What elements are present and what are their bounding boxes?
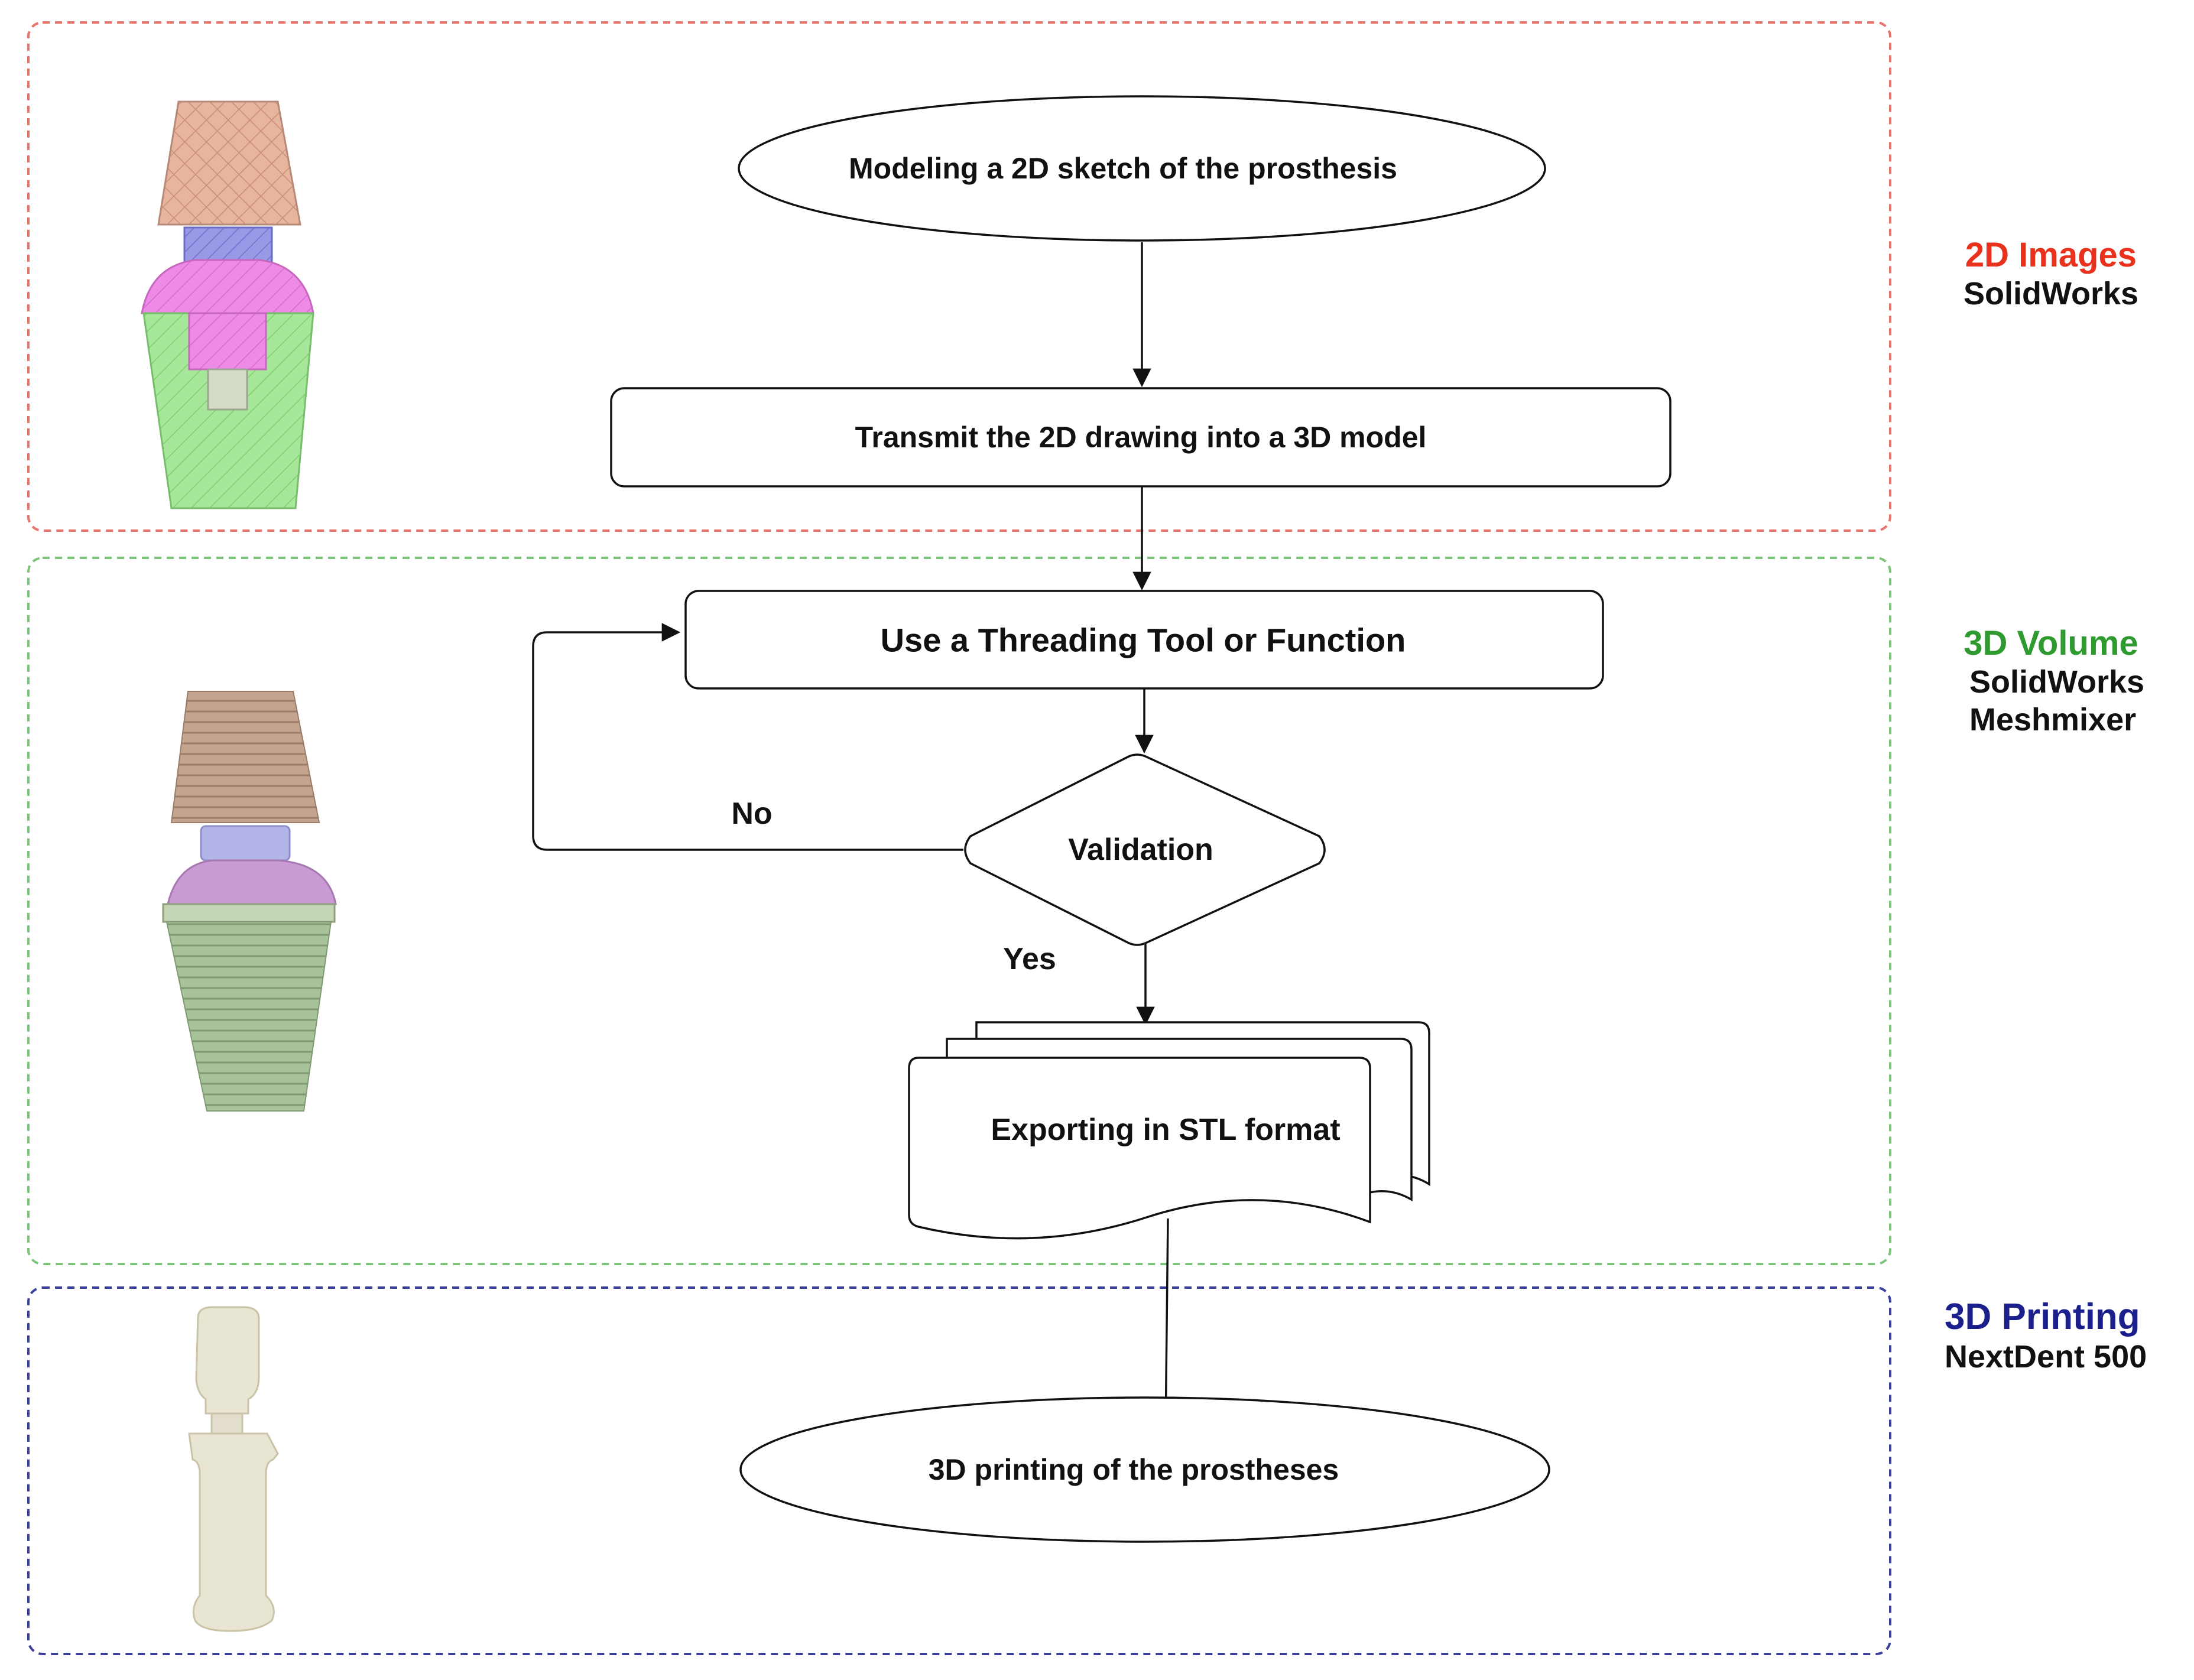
2d-prosthesis-sketch-illustration	[141, 100, 314, 509]
node-sketch-label: Modeling a 2D sketch of the prosthesis	[849, 152, 1397, 185]
node-threading: Use a Threading Tool or Function	[684, 590, 1604, 690]
section-label-2d-images: 2D Images SolidWorks	[1927, 235, 2175, 313]
node-export-label: Exporting in STL format	[991, 1113, 1340, 1147]
node-print: 3D printing of the prostheses	[739, 1396, 1550, 1543]
node-print-label: 3D printing of the prostheses	[929, 1453, 1339, 1486]
section-label-3d-volume: 3D Volume SolidWorks Meshmixer	[1921, 623, 2181, 739]
node-export: Exporting in STL format	[908, 1021, 1430, 1240]
3d-threaded-prosthesis-illustration	[162, 691, 337, 1112]
section-3d-printing-box	[27, 1286, 1891, 1655]
edge-label-no: No	[731, 797, 772, 831]
section-tool-meshmixer: Meshmixer	[1969, 702, 2137, 738]
section-label-3d-printing: 3D Printing NextDent 500	[1945, 1295, 2193, 1376]
section-title-2d-images: 2D Images	[1965, 236, 2137, 274]
node-transmit: Transmit the 2D drawing into a 3D model	[610, 387, 1672, 488]
node-validation: Validation	[964, 753, 1326, 946]
node-validation-label: Validation	[1068, 833, 1213, 867]
section-title-3d-volume: 3D Volume	[1963, 624, 2138, 662]
printed-prosthesis-illustration	[188, 1306, 279, 1632]
section-tool-solidworks: SolidWorks	[1963, 276, 2139, 312]
arrow-validation-no-loop	[532, 623, 963, 851]
edge-label-yes: Yes	[1003, 942, 1056, 976]
section-title-3d-printing: 3D Printing	[1945, 1296, 2140, 1337]
flow-connectors	[532, 242, 1176, 1436]
section-tool-solidworks: SolidWorks	[1969, 664, 2145, 700]
node-transmit-label: Transmit the 2D drawing into a 3D model	[855, 421, 1427, 454]
node-threading-label: Use a Threading Tool or Function	[881, 622, 1406, 659]
section-tool-nextdent-500: NextDent 500	[1945, 1339, 2147, 1375]
node-sketch: Modeling a 2D sketch of the prosthesis	[738, 95, 1546, 242]
